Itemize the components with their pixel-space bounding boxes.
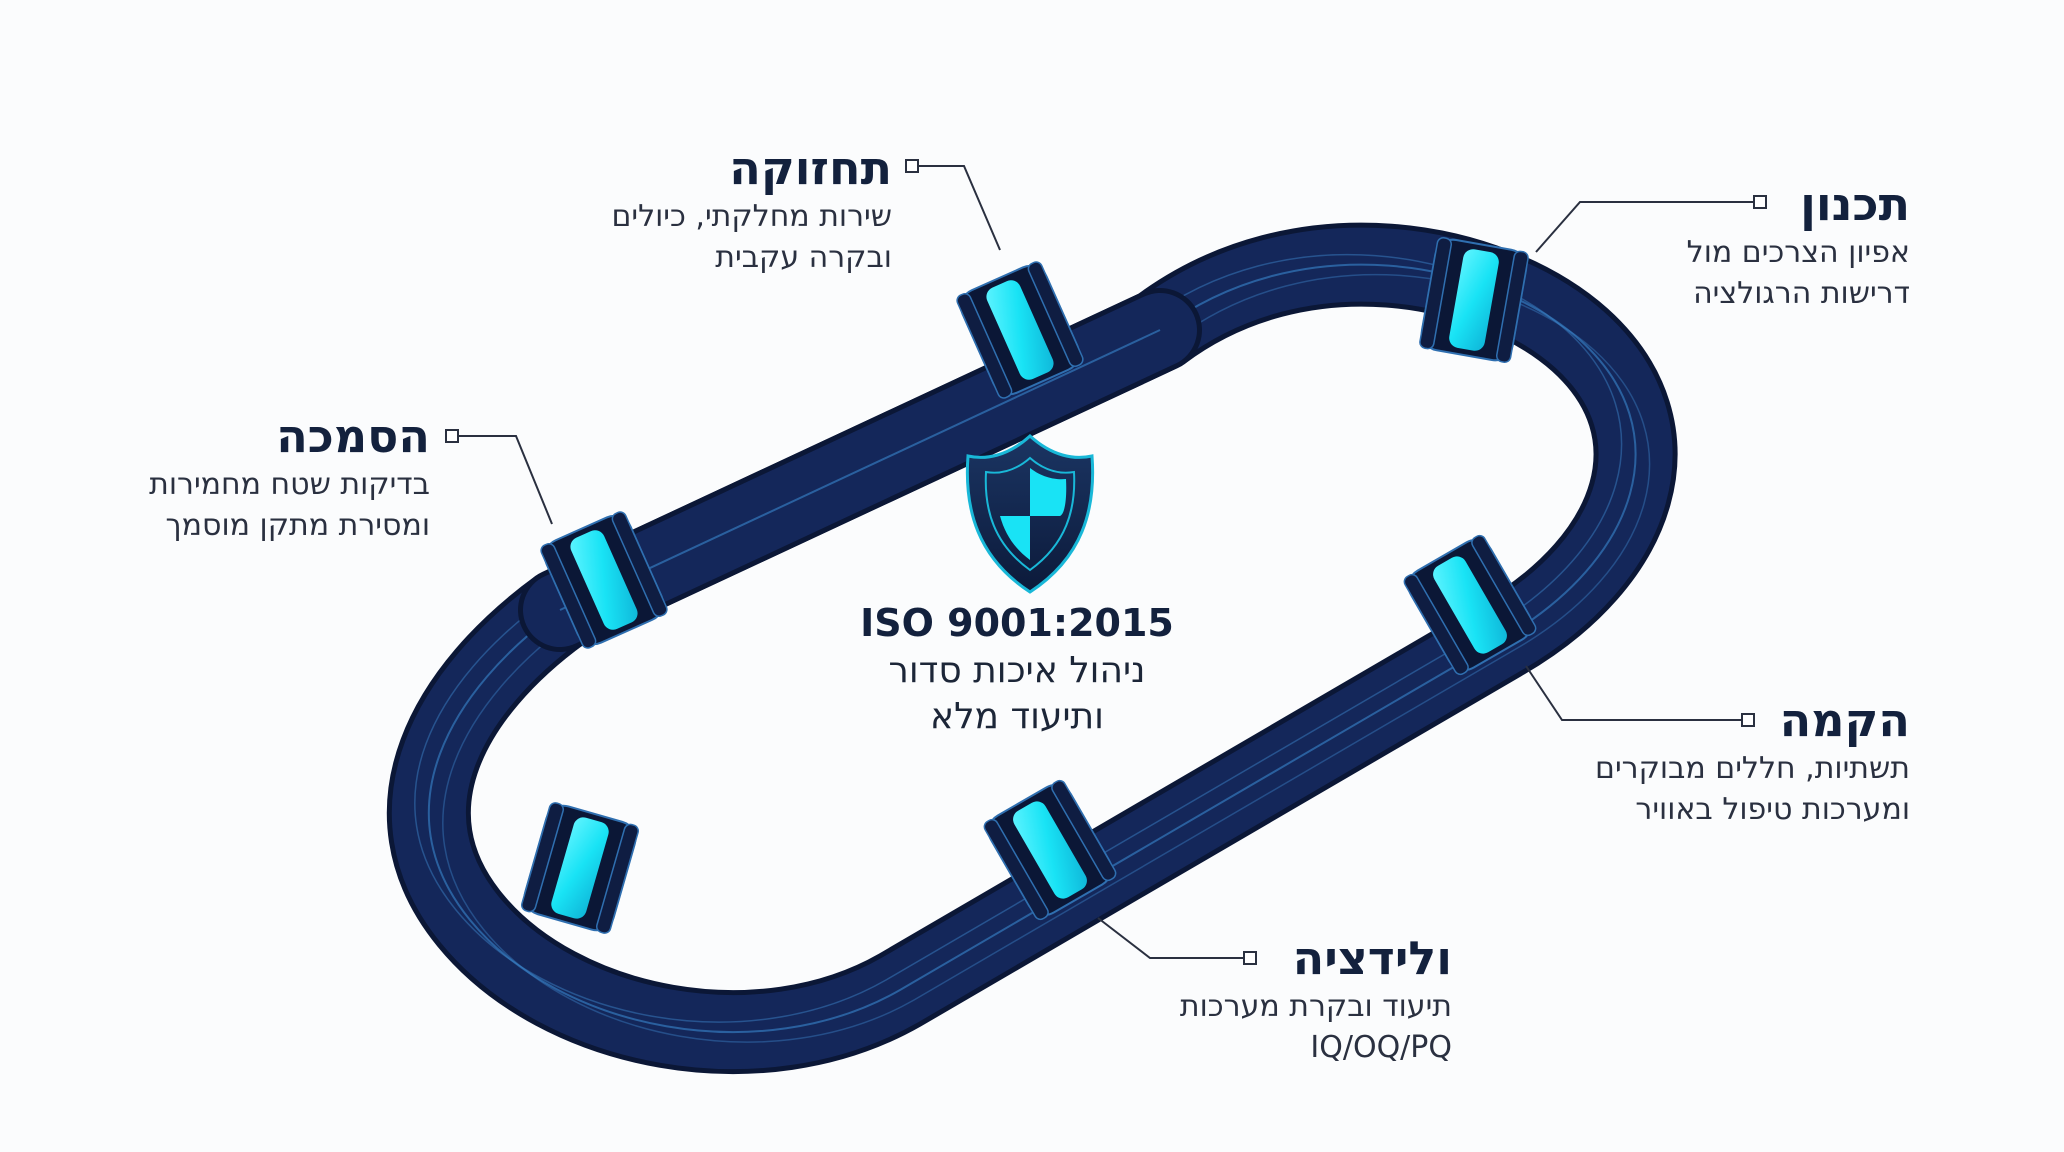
stage-title: תחזוקה [729,141,892,195]
stage-description-line: שירות מחלקתי, כיולים [611,199,892,234]
stage-description-line: דרישות הרגולציה [1693,276,1910,311]
stage-certification: הסמכה בדיקות שטח מחמירות ומסירת מתקן מוס… [80,408,430,546]
marker-icon [1753,195,1767,209]
standard-name: ISO 9001:2015 [860,601,1174,645]
stage-description-line: IQ/OQ/PQ [1310,1030,1452,1065]
coupling-top [956,261,1084,399]
stage-description-line: בדיקות שטח מחמירות [149,467,430,502]
stage-description-line: ומסירת מתקן מוסמך [165,508,430,543]
stage-construction: הקמה תשתיות, חללים מבוקרים ומערכות טיפול… [1490,692,1910,830]
center-description-line: ניהול איכות סדור [888,650,1146,691]
connector-maintenance [912,165,1001,251]
coupling-top-right [1419,237,1529,363]
connector-markers [445,159,1767,965]
stage-title: תכנון [1800,177,1910,231]
connector-construction [1525,665,1742,721]
stage-title: הסמכה [276,409,430,463]
shield-icon [965,433,1095,594]
marker-icon [1741,713,1755,727]
coupling-bottom-left [521,802,639,934]
connector-certification [456,435,553,525]
stage-maintenance: תחזוקה שירות מחלקתי, כיולים ובקרה עקבית [540,140,892,278]
marker-icon [905,159,919,173]
stage-description-line: ובקרה עקבית [715,240,892,275]
coupling-right [1403,534,1537,676]
coupling-left [540,511,668,649]
stage-description-line: אפיון הצרכים מול [1686,235,1910,270]
stage-validation: ולידציה תיעוד ובקרת מערכות IQ/OQ/PQ [1090,930,1452,1068]
stage-title: ולידציה [1292,931,1452,985]
stage-title: הקמה [1779,693,1910,747]
stage-description-line: תשתיות, חללים מבוקרים [1595,751,1910,786]
center-certification: ISO 9001:2015 ניהול איכות סדור ותיעוד מל… [842,598,1192,740]
stage-description-line: תיעוד ובקרת מערכות [1179,989,1452,1024]
center-description-line: ותיעוד מלא [930,696,1104,737]
stage-description-line: ומערכות טיפול באוויר [1635,792,1910,827]
connector-validation [1097,917,1244,959]
marker-icon [1243,951,1257,965]
marker-icon [445,429,459,443]
coupling-bottom [983,779,1117,921]
connector-planning [1535,201,1754,253]
stage-planning: תכנון אפיון הצרכים מול דרישות הרגולציה [1610,176,1910,314]
connector-lines [456,165,1754,959]
